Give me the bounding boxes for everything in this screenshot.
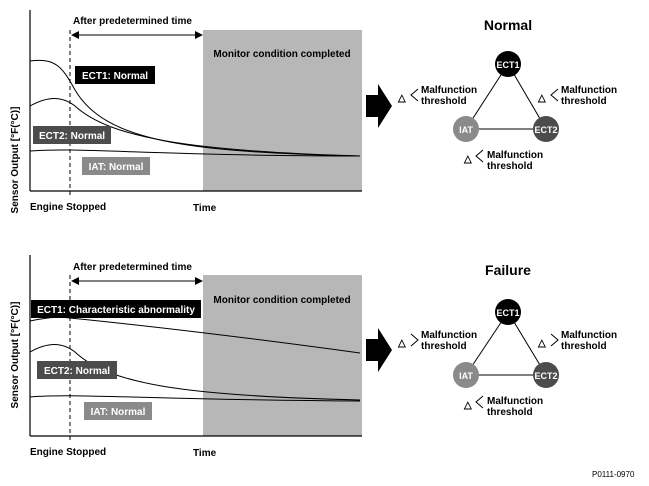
less-than-icon [475, 149, 484, 163]
node-ect1-label: ECT1 [496, 60, 519, 70]
node-iat [453, 362, 479, 388]
threshold-line: threshold [421, 96, 467, 107]
less-than-icon [475, 395, 484, 409]
threshold-line: Malfunction [561, 85, 617, 96]
ect2-curve [29, 98, 361, 157]
less-than-icon [410, 88, 419, 102]
delta-icon: △ [537, 338, 546, 349]
node-iat-label: IAT [459, 371, 473, 381]
engine-stopped-label: Engine Stopped [30, 202, 106, 213]
delta-icon: △ [537, 93, 546, 104]
node-ect2-label: ECT2 [534, 125, 557, 135]
node-ect2 [533, 362, 559, 388]
y-axis-label: Sensor Output [°F(°C)] [10, 107, 21, 214]
iat-label-box [84, 402, 152, 420]
delta-icon: △ [397, 338, 406, 349]
greater-than-icon [410, 333, 419, 347]
status-title: Normal [484, 17, 532, 33]
monitor-note: Monitor condition completed [213, 295, 350, 306]
threshold-line: threshold [487, 407, 533, 418]
threshold-line: threshold [487, 161, 533, 172]
time-note: After predetermined time [73, 262, 192, 273]
panel-normal: Sensor Output [°F(°C)] Monitor condition… [10, 10, 617, 214]
iat-label: IAT: Normal [89, 162, 144, 173]
ect1-label: ECT1: Normal [82, 71, 148, 82]
monitor-zone [203, 275, 362, 436]
time-note: After predetermined time [73, 16, 192, 27]
panel-failure: Sensor Output [°F(°C)] Monitor condition… [10, 255, 617, 459]
status-title: Failure [485, 262, 531, 278]
delta-icon: △ [463, 154, 472, 165]
less-than-icon [550, 88, 559, 102]
ect1-label-box [75, 66, 155, 84]
y-axis-label: Sensor Output [°F(°C)] [10, 302, 21, 409]
ect2-label: ECT2: Normal [39, 131, 105, 142]
node-ect2 [533, 116, 559, 142]
threshold-line: Malfunction [487, 150, 543, 161]
node-ect1-label: ECT1 [496, 308, 519, 318]
monitor-zone [203, 30, 362, 191]
threshold-line: Malfunction [561, 330, 617, 341]
node-ect1 [495, 51, 521, 77]
threshold-line: Malfunction [421, 330, 477, 341]
ect1-curve [29, 59, 361, 157]
engine-stopped-label: Engine Stopped [30, 447, 106, 458]
delta-icon: △ [397, 93, 406, 104]
iat-label: IAT: Normal [91, 407, 146, 418]
ect2-label: ECT2: Normal [44, 366, 110, 377]
iat-curve [29, 149, 361, 157]
ect2-label-box [33, 126, 111, 144]
greater-than-icon [550, 333, 559, 347]
big-arrow-icon [366, 328, 392, 372]
time-label: Time [193, 203, 217, 214]
time-label: Time [193, 448, 217, 459]
threshold-line: threshold [561, 96, 607, 107]
iat-curve [29, 395, 361, 402]
threshold-line: Malfunction [421, 85, 477, 96]
ect2-label-box [37, 361, 117, 379]
iat-label-box [82, 157, 150, 175]
monitor-note: Monitor condition completed [213, 49, 350, 60]
big-arrow-icon [366, 84, 392, 128]
threshold-line: threshold [421, 341, 467, 352]
ect1-label-box [31, 300, 201, 318]
threshold-line: threshold [561, 341, 607, 352]
node-ect1 [495, 299, 521, 325]
delta-icon: △ [463, 400, 472, 411]
node-iat [453, 116, 479, 142]
threshold-line: Malfunction [487, 396, 543, 407]
node-iat-label: IAT [459, 125, 473, 135]
ect1-label: ECT1: Characteristic abnormality [37, 305, 195, 316]
figure-id: P0111-0970 [592, 470, 635, 479]
node-ect2-label: ECT2 [534, 371, 557, 381]
